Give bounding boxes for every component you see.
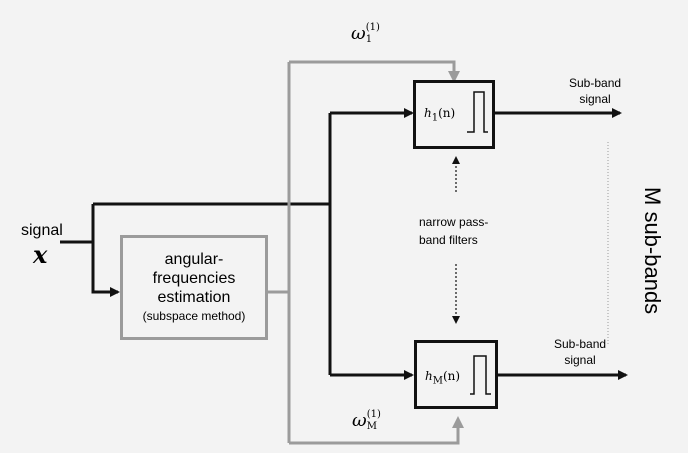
- side-label: M sub-bands: [640, 187, 665, 315]
- filter-note: narrow pass- band filters: [419, 215, 489, 247]
- passband-symbol-1: [467, 91, 488, 133]
- filter-label-2: hM(n): [425, 369, 461, 387]
- output-label-2: Sub-band signal: [554, 337, 607, 367]
- filter-label-1: h1(n): [424, 106, 456, 124]
- filter-feed-wires: [328, 108, 414, 380]
- passband-symbol-2: [470, 355, 491, 395]
- input-symbol: x: [33, 240, 48, 269]
- estimator-line-2: frequencies: [152, 270, 236, 287]
- output-wires: [493, 108, 628, 380]
- estimator-method: (subspace method): [142, 309, 246, 323]
- filter-block-1: [413, 80, 495, 149]
- estimator-line-1: angular-: [164, 251, 224, 268]
- omega-control-wires: [265, 60, 464, 445]
- omega-label-2: ω(1)M: [352, 409, 381, 432]
- filter-block-2: [414, 340, 498, 409]
- estimator-line-3: estimation: [157, 289, 231, 306]
- omega-label-1: ω(1)1: [351, 22, 380, 45]
- dotted-connectors: [452, 142, 609, 345]
- input-label: signal: [21, 222, 63, 239]
- output-label-1: Sub-band signal: [569, 76, 622, 106]
- estimator-block: angular- frequencies estimation (subspac…: [120, 235, 268, 340]
